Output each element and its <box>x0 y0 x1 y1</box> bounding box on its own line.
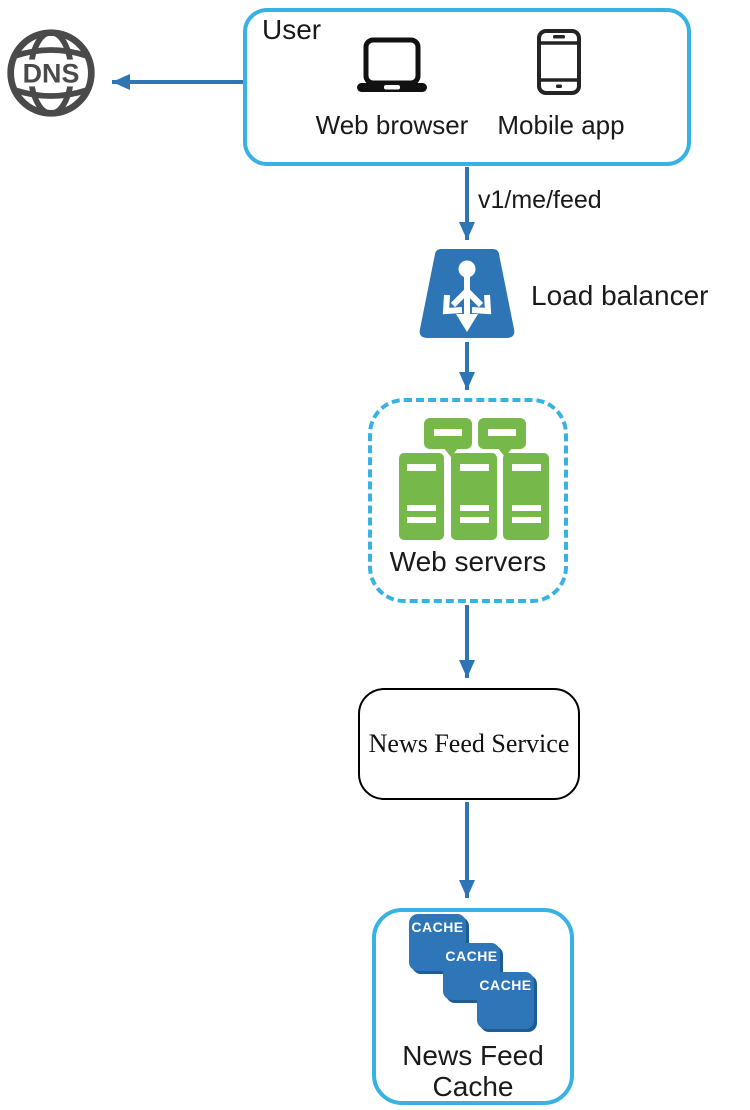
cache-badge-3: CACHE <box>477 972 534 1029</box>
news-feed-service-node: News Feed Service <box>358 688 580 800</box>
dns-globe-icon: DNS <box>7 29 95 117</box>
mobile-app-label: Mobile app <box>497 110 625 140</box>
news-feed-service-label: News Feed Service <box>368 729 570 758</box>
cache-badge-1: CACHE <box>409 914 466 971</box>
web-browser-label: Web browser <box>315 110 469 140</box>
cache-badge-3-label: CACHE <box>479 977 532 993</box>
cache-badge-1-label: CACHE <box>411 919 464 935</box>
news-feed-cache-label: News Feed Cache <box>372 1040 574 1102</box>
news-feed-cache-label-line1: News Feed <box>402 1040 544 1071</box>
smartphone-icon <box>537 29 581 95</box>
web-servers-label: Web servers <box>389 546 547 577</box>
edge-label-v1-me-feed: v1/me/feed <box>478 186 602 214</box>
dns-label: DNS <box>23 59 80 89</box>
news-feed-cache-label-line2: Cache <box>432 1071 514 1102</box>
load-balancer-icon <box>419 249 515 338</box>
user-title: User <box>262 14 322 45</box>
server-rack-icon <box>399 418 549 540</box>
news-feed-cache-node <box>372 908 574 1105</box>
laptop-icon <box>357 37 427 92</box>
load-balancer-label: Load balancer <box>531 280 709 311</box>
cache-badge-2-label: CACHE <box>445 948 498 964</box>
user-node <box>243 8 691 166</box>
